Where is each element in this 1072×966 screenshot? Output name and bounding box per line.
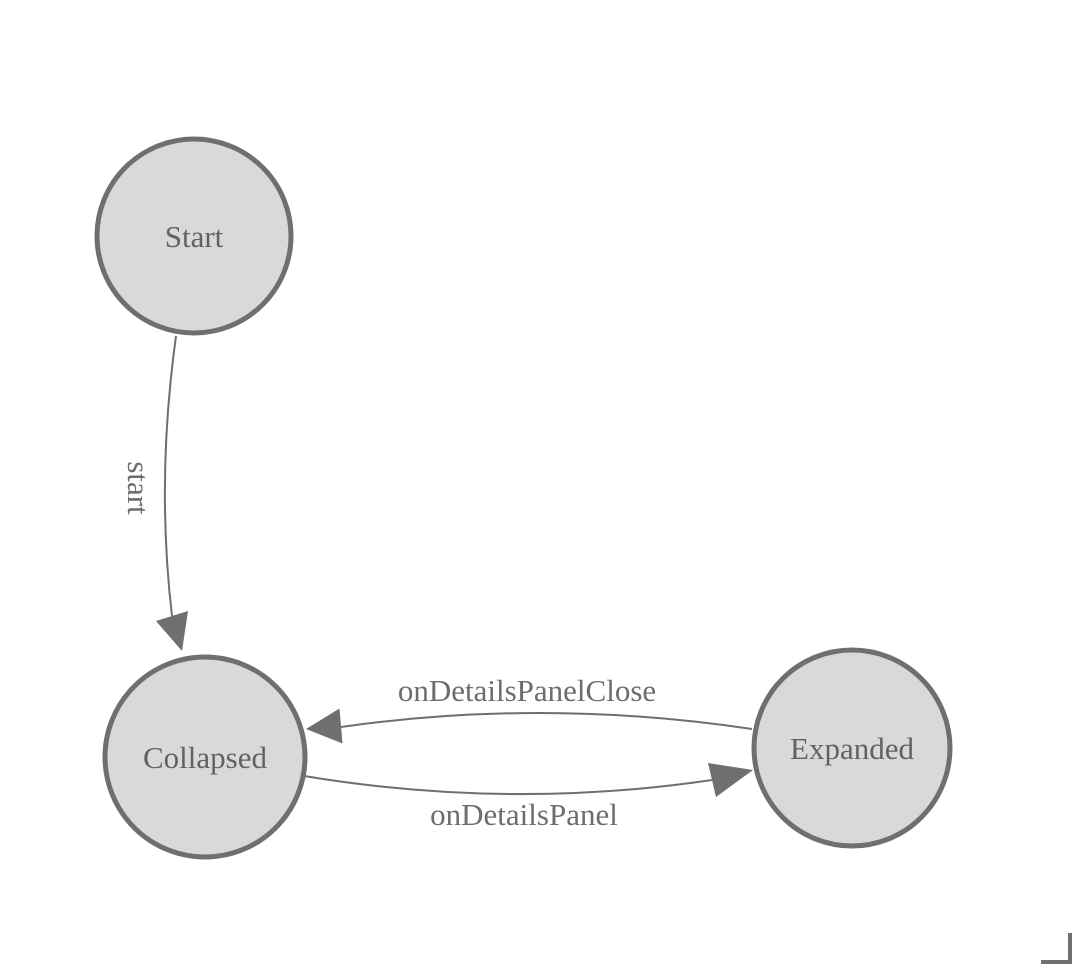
edge-line bbox=[340, 711, 753, 730]
edge-label-ondetailspanel: onDetailsPanel bbox=[430, 797, 618, 832]
state-circle[interactable] bbox=[751, 647, 953, 849]
state-circle[interactable] bbox=[94, 136, 294, 336]
state-label: Start bbox=[165, 219, 224, 254]
corner-horizontal-bar bbox=[1041, 960, 1072, 964]
state-label: Expanded bbox=[790, 731, 914, 766]
edge-expanded-to-collapsed: onDetailsPanelClose bbox=[306, 673, 753, 744]
edge-label-start: start bbox=[121, 461, 156, 515]
edge-collapsed-to-expanded: onDetailsPanel bbox=[303, 763, 753, 832]
state-node-start[interactable]: Start bbox=[94, 136, 294, 336]
state-circle[interactable] bbox=[102, 654, 308, 860]
state-label: Collapsed bbox=[143, 740, 267, 775]
arrowhead-left-icon bbox=[306, 708, 343, 744]
edge-label-ondetailspanelclose: onDetailsPanelClose bbox=[398, 673, 656, 708]
state-node-collapsed[interactable]: Collapsed bbox=[102, 654, 308, 860]
arrowhead-down-icon bbox=[156, 611, 188, 651]
corner-vertical-bar bbox=[1068, 933, 1072, 964]
arrowhead-right-icon bbox=[708, 763, 753, 797]
state-node-expanded[interactable]: Expanded bbox=[751, 647, 953, 849]
edge-line bbox=[163, 335, 177, 617]
edge-start-to-collapsed: start bbox=[121, 335, 188, 651]
edge-line bbox=[303, 775, 713, 796]
frame-corner-icon bbox=[1041, 933, 1072, 964]
